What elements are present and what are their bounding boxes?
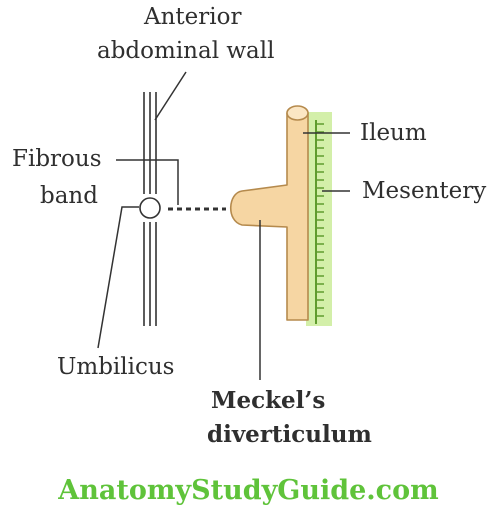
umbilicus-ring xyxy=(139,197,161,219)
fibrous-band-label-line1: Fibrous xyxy=(12,146,102,172)
mesentery-label: Mesentery xyxy=(362,178,487,204)
leader-anterior-wall xyxy=(154,71,187,121)
umbilicus-label: Umbilicus xyxy=(57,354,175,380)
ileum-with-diverticulum xyxy=(229,112,309,321)
leader-lines xyxy=(97,71,350,380)
ileum-cut-end xyxy=(286,105,309,121)
leader-umbilicus xyxy=(97,206,139,349)
meckels-diverticulum-label-line2: diverticulum xyxy=(207,421,372,448)
watermark: AnatomyStudyGuide.com xyxy=(58,475,439,506)
mesentery xyxy=(306,112,332,326)
meckels-diverticulum-label-line1: Meckel’s xyxy=(211,387,326,414)
mesentery-fill xyxy=(306,112,332,326)
mesentery-ticks xyxy=(316,123,324,317)
ileum-label: Ileum xyxy=(360,120,427,146)
fibrous-band-label-line2: band xyxy=(40,183,98,209)
anterior-abdominal-wall-label-line2: abdominal wall xyxy=(97,38,275,64)
anterior-abdominal-wall-label-line1: Anterior xyxy=(144,4,242,30)
anterior-abdominal-wall xyxy=(143,92,157,326)
leader-fibrous-band xyxy=(116,159,179,205)
